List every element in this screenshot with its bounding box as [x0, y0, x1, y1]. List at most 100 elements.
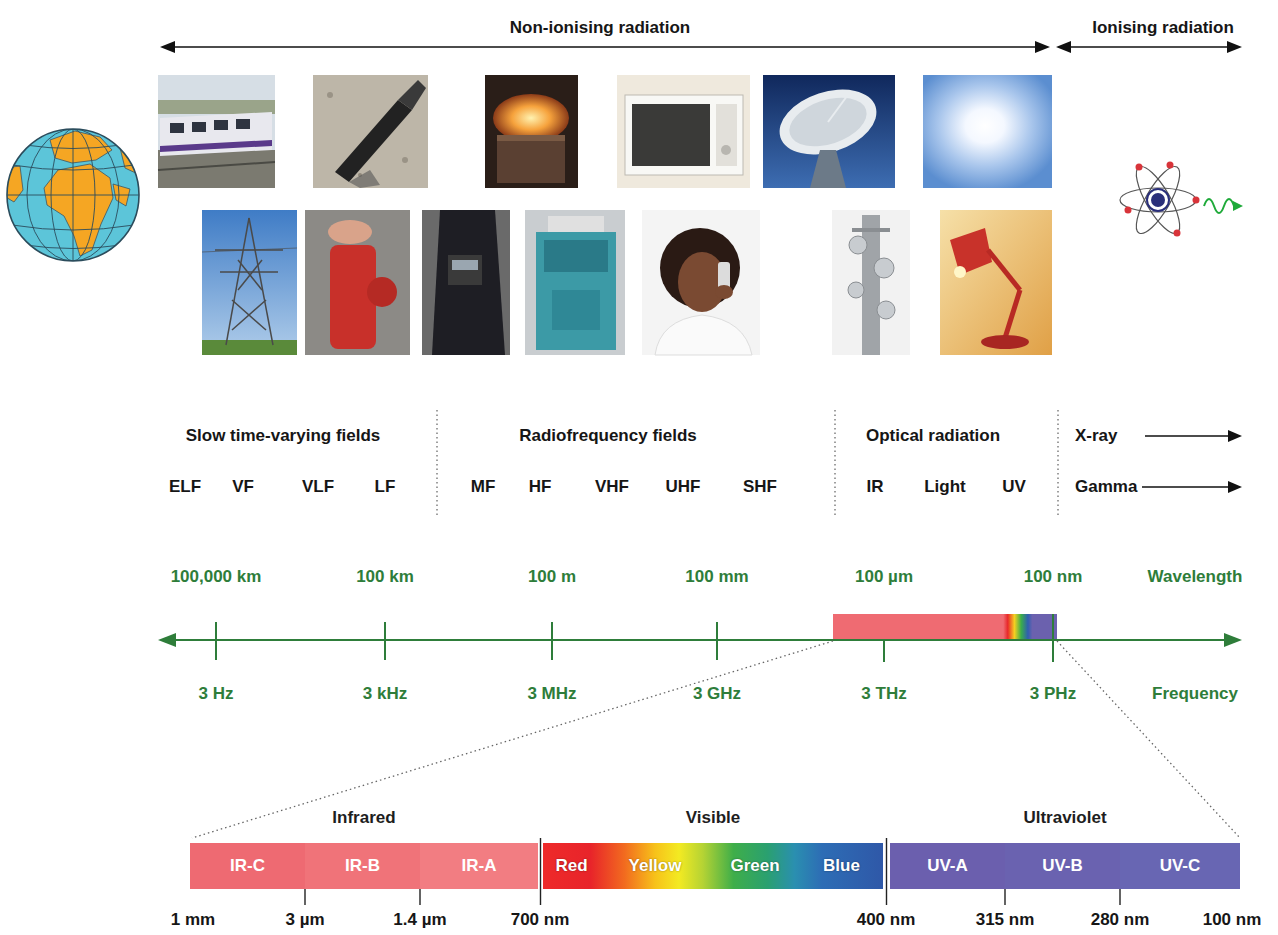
- spectrum-axis: [158, 614, 1242, 662]
- satellite-dish-photo: [828, 92, 850, 122]
- industrial-machine-photo: [536, 232, 616, 350]
- antenna-tower-photo: [874, 258, 894, 278]
- atom-icon: [1167, 162, 1174, 169]
- band-boundary-tick: [304, 889, 305, 905]
- microwave-oven-photo: [625, 95, 743, 175]
- red-device-photo: [305, 210, 410, 355]
- antenna-tower-photo: [877, 301, 895, 319]
- segment-label: IR-C: [230, 856, 265, 876]
- atom-icon: [1120, 161, 1200, 239]
- furnace-photo: [497, 135, 565, 141]
- power-pylon-photo: [202, 248, 297, 252]
- ionising-range-arrow: [1056, 41, 1071, 53]
- segment-label: Yellow: [629, 856, 682, 876]
- power-pylon-photo: [232, 300, 266, 330]
- ionising-range-arrow: [1227, 41, 1242, 53]
- band-abbreviation: IR: [865, 477, 886, 497]
- mobile-phone-user-photo: [655, 315, 752, 355]
- region-heading: Optical radiation: [864, 426, 1002, 446]
- train-photo: [158, 75, 275, 188]
- zoom-guide-line: [192, 641, 1240, 838]
- wavelength-label: 100,000 km: [169, 567, 264, 587]
- wavelength-label: 100 mm: [683, 567, 750, 587]
- atom-icon: [1129, 161, 1188, 239]
- frequency-label: 3 kHz: [361, 684, 409, 704]
- range-heading: Ionising radiation: [1090, 18, 1236, 38]
- power-pylon-photo: [202, 210, 297, 355]
- mobile-phone-user-photo: [642, 210, 760, 355]
- globe-icon: [44, 164, 113, 256]
- antenna-tower-photo: [852, 228, 890, 232]
- band-boundary-tick: [419, 889, 420, 905]
- region-heading: Radiofrequency fields: [517, 426, 699, 446]
- boundary-wavelength: 280 nm: [1089, 910, 1152, 930]
- power-tool-photo: [327, 92, 333, 98]
- range-heading: Non-ionising radiation: [508, 18, 692, 38]
- desk-lamp-photo: [981, 335, 1029, 349]
- power-tool-photo: [402, 157, 408, 163]
- satellite-dish-photo: [810, 150, 846, 188]
- train-photo: [170, 123, 184, 133]
- field-meter-photo: [422, 210, 510, 355]
- globe-icon: [118, 140, 140, 175]
- band-abbreviation: VHF: [593, 477, 631, 497]
- spectrum-axis: [215, 622, 217, 660]
- frequency-label: 3 PHz: [1028, 684, 1078, 704]
- frequency-label: 3 THz: [859, 684, 908, 704]
- globe-icon: [7, 195, 139, 196]
- train-photo: [158, 162, 275, 170]
- globe-icon: [12, 165, 134, 170]
- spectrum-segment: IR-C: [190, 843, 305, 889]
- power-tool-photo: [313, 75, 428, 188]
- satellite-dish-photo: [783, 89, 873, 156]
- region-heading: Gamma: [1073, 477, 1139, 497]
- region-heading: Slow time-varying fields: [184, 426, 383, 446]
- band-abbreviation: LF: [373, 477, 398, 497]
- globe-icon: [4, 129, 140, 261]
- atom-icon: [1120, 161, 1196, 239]
- band-boundary-tick: [886, 838, 887, 905]
- red-device-photo: [305, 210, 410, 355]
- train-photo: [158, 75, 275, 188]
- spectrum-segment: Yellow: [600, 843, 710, 889]
- band-abbreviation: UHF: [664, 477, 703, 497]
- antenna-tower-photo: [862, 215, 880, 355]
- band-boundary-tick: [1004, 889, 1005, 905]
- ionising-range-arrow: [1056, 41, 1242, 53]
- spectrum-segment: UV-A: [890, 843, 1005, 889]
- power-pylon-photo: [202, 340, 297, 355]
- segment-label: IR-B: [345, 856, 380, 876]
- wavelength-label: 100 µm: [853, 567, 915, 587]
- spectrum-axis: [158, 633, 176, 647]
- boundary-wavelength: 1 mm: [169, 910, 217, 930]
- wavelength-label: 100 km: [354, 567, 416, 587]
- region-heading: X-ray: [1073, 426, 1120, 446]
- segment-label: IR-A: [462, 856, 497, 876]
- sun-photo: [923, 75, 1052, 188]
- frequency-label: 3 Hz: [197, 684, 236, 704]
- power-pylon-photo: [238, 260, 262, 290]
- region-separator: [1057, 410, 1058, 515]
- field-meter-photo: [448, 255, 482, 285]
- industrial-machine-photo: [548, 216, 604, 232]
- band-abbreviation: VLF: [300, 477, 336, 497]
- band-boundary-tick: [305, 838, 1120, 905]
- desk-lamp-photo: [988, 250, 1020, 290]
- train-photo: [214, 120, 228, 130]
- continuation-arrow: [1142, 486, 1230, 488]
- wavelength-label: 100 nm: [1022, 567, 1085, 587]
- field-meter-photo: [432, 210, 505, 355]
- band-abbreviation: HF: [527, 477, 554, 497]
- globe-icon: [4, 129, 140, 261]
- satellite-dish-photo: [763, 75, 895, 188]
- red-device-photo: [328, 220, 372, 244]
- segment-label: Blue: [823, 856, 860, 876]
- continuation-arrow: [1228, 430, 1242, 442]
- atom-icon: [1193, 197, 1200, 204]
- band-abbreviation: SHF: [741, 477, 779, 497]
- microwave-oven-photo: [716, 104, 737, 166]
- non-ionising-range-arrow: [160, 41, 1050, 53]
- globe-icon: [25, 245, 121, 249]
- industrial-machine-photo: [525, 210, 625, 355]
